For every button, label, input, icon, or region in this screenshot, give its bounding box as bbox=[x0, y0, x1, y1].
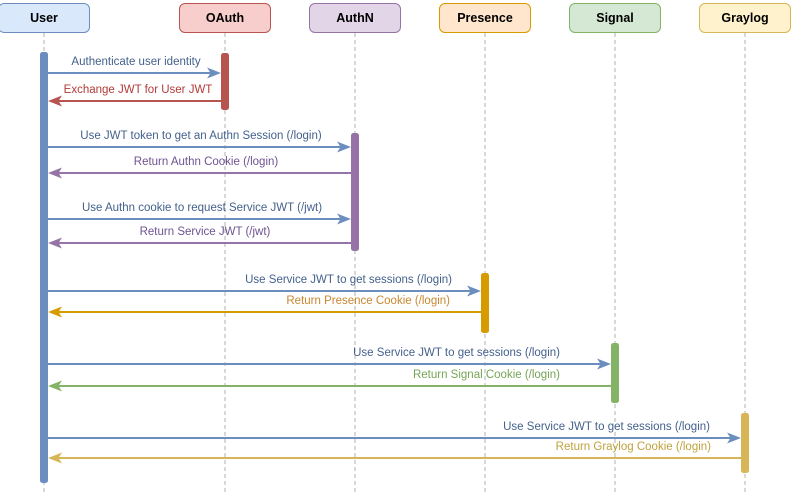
message-arrowhead bbox=[597, 358, 611, 370]
message-arrowhead bbox=[48, 237, 62, 249]
activation-bar-graylog bbox=[741, 413, 749, 473]
message-label: Return Graylog Cookie (/login) bbox=[555, 441, 711, 453]
message-arrowhead bbox=[467, 285, 481, 297]
participant-box-user: User bbox=[0, 3, 90, 33]
activation-bar-presence bbox=[481, 273, 489, 333]
message-arrowhead bbox=[48, 380, 62, 392]
activation-bar-signal bbox=[611, 343, 619, 403]
message-arrowhead bbox=[48, 167, 62, 179]
participant-box-authn: AuthN bbox=[309, 3, 401, 33]
message-label: Return Authn Cookie (/login) bbox=[133, 156, 279, 168]
activation-bar-oauth bbox=[221, 53, 229, 110]
message-label: Use Service JWT to get sessions (/login) bbox=[503, 421, 710, 433]
message-label: Use Authn cookie to request Service JWT … bbox=[81, 202, 323, 214]
message-label: Use Service JWT to get sessions (/login) bbox=[245, 274, 452, 286]
participant-box-graylog: Graylog bbox=[699, 3, 791, 33]
message-label: Use Service JWT to get sessions (/login) bbox=[353, 347, 560, 359]
message-arrowhead bbox=[48, 306, 62, 318]
message-label: Use JWT token to get an Authn Session (/… bbox=[80, 130, 322, 142]
participant-box-signal: Signal bbox=[569, 3, 661, 33]
message-arrowhead bbox=[337, 141, 351, 153]
activation-bar-authn bbox=[351, 133, 359, 251]
message-label: Return Signal Cookie (/login) bbox=[412, 369, 560, 381]
message-label: Authenticate user identity bbox=[71, 56, 201, 68]
message-arrowhead bbox=[48, 95, 62, 107]
participant-box-presence: Presence bbox=[439, 3, 531, 33]
participant-box-oauth: OAuth bbox=[179, 3, 271, 33]
message-arrowhead bbox=[727, 432, 741, 444]
message-arrowhead bbox=[207, 67, 221, 79]
message-label: Return Presence Cookie (/login) bbox=[286, 295, 450, 307]
activation-bar-user bbox=[40, 52, 48, 483]
message-arrowhead bbox=[337, 213, 351, 225]
message-label: Return Service JWT (/jwt) bbox=[139, 226, 271, 238]
message-arrowhead bbox=[48, 452, 62, 464]
message-label: Exchange JWT for User JWT bbox=[63, 84, 213, 96]
